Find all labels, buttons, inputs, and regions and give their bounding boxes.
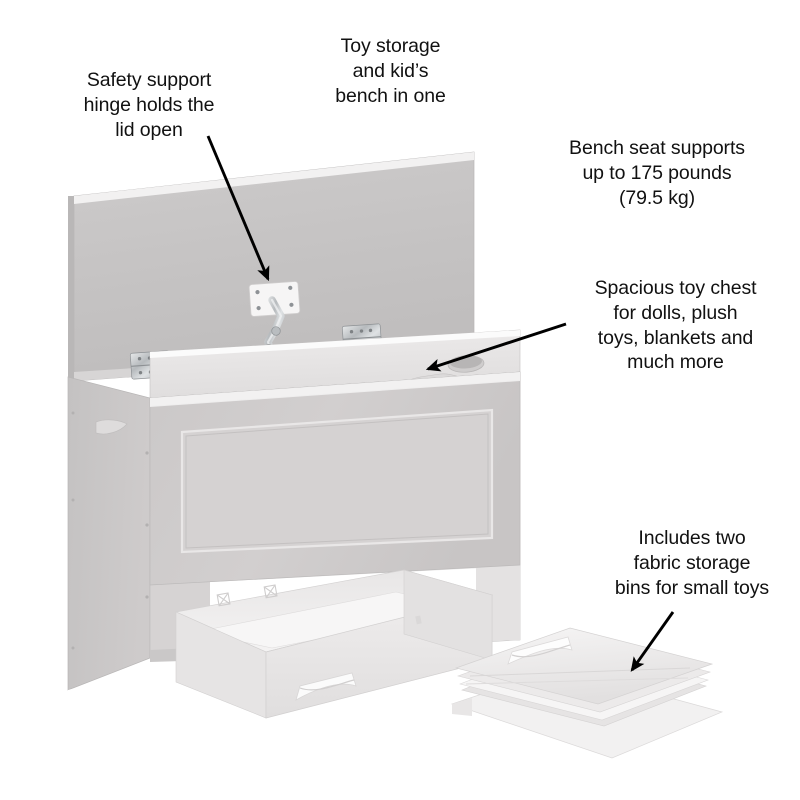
bin-handle-strap [295, 672, 357, 701]
callout-fabric-bins: Includes two fabric storage bins for sma… [614, 527, 770, 599]
callout-safety-hinge: Safety support hinge holds the lid open [83, 69, 215, 141]
front-panel-inset [180, 408, 494, 554]
callout-spacious-chest: Spacious toy chest for dolls, plush toys… [594, 277, 757, 374]
bin-stitch-marks [216, 584, 278, 607]
callout-weight-capacity: Bench seat supports up to 175 pounds (79… [569, 137, 745, 209]
folded-bin-handle [507, 636, 573, 665]
callout-arrows [206, 135, 675, 672]
fabric-bin-open [174, 569, 494, 719]
callout-bench-in-one: Toy storage and kid’s bench in one [335, 35, 446, 107]
arrow-to-bins [630, 611, 675, 672]
fabric-bin-folded [450, 627, 724, 759]
bin-tag [415, 615, 422, 625]
folded-bin-top [454, 627, 714, 705]
arrow-to-hinge [206, 135, 270, 282]
arrow-to-chest [425, 322, 567, 372]
side-cutout-handle [95, 419, 128, 435]
side-screw-dots [71, 411, 149, 650]
